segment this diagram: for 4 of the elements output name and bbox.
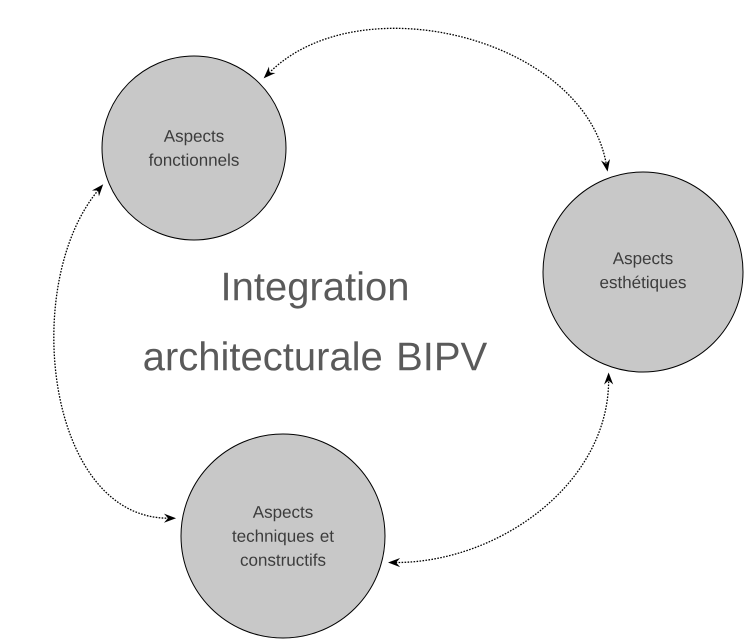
- circle-node: Aspects fonctionnels: [102, 56, 286, 240]
- circle-node: Aspects esthétiques: [542, 172, 744, 372]
- title: Integration architecturale BIPV: [144, 271, 488, 371]
- circle-node: Aspects techniques et constructifs: [180, 434, 386, 638]
